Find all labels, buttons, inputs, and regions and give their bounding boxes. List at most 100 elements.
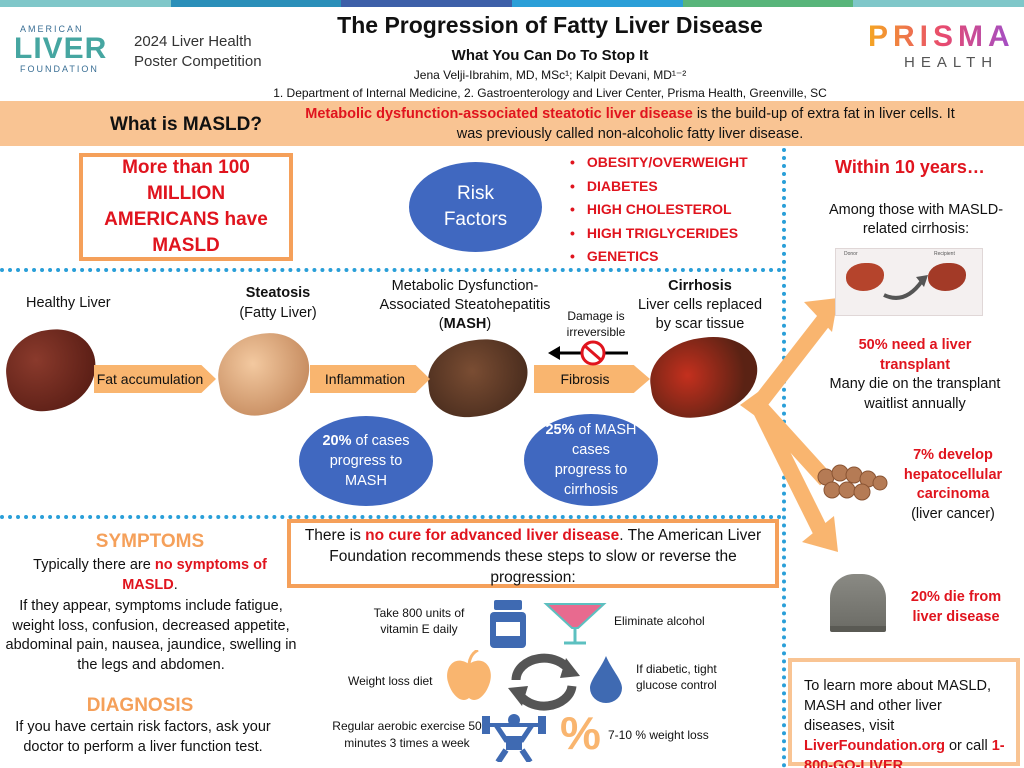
no-cure-pre: There is	[304, 527, 366, 544]
learn-more-site-link[interactable]: LiverFoundation.org	[804, 738, 945, 754]
mash-abbrev: (MASH)	[438, 316, 492, 332]
cycle-arrows-icon	[508, 653, 580, 711]
authors: Jena Velji-Ibrahim, MD, MSc¹; Kalpit Dev…	[413, 68, 687, 82]
transplant-recipient-label: Recipient	[934, 251, 955, 257]
separator-lower	[0, 515, 782, 519]
weightlifter-icon	[482, 714, 546, 762]
recipient-liver-icon	[928, 263, 966, 291]
stage-steatosis-label: Steatosis (Fatty Liver)	[218, 283, 338, 323]
outcome-transplant-rest: Many die on the transplant waitlist annu…	[829, 376, 1001, 412]
diagnosis-body: If you have certain risk factors, ask yo…	[15, 719, 271, 755]
cocktail-glass-icon	[543, 603, 607, 645]
masld-band	[0, 101, 1024, 146]
symptoms-body: If they appear, symptoms include fatigue…	[5, 598, 297, 673]
step-eliminate-alcohol: Eliminate alcohol	[614, 614, 705, 628]
mash-line2: Associated Steatohepatitis	[379, 297, 551, 313]
arrow-fat-accumulation: Fat accumulation	[94, 365, 216, 393]
symptoms-intro: Typically there are no symptoms of MASLD…	[30, 556, 270, 595]
learn-more-box: To learn more about MASLD, MASH and othe…	[788, 658, 1020, 768]
masld-term: Metabolic dysfunction-associated steatot…	[305, 106, 693, 122]
donor-liver-icon	[846, 263, 884, 291]
outcome-transplant-red: 50% need a liver transplant	[858, 337, 972, 373]
damage-note: Damage is irreversible	[566, 309, 626, 339]
percent-icon: %	[560, 707, 601, 759]
risk-item: GENETICS	[570, 245, 748, 269]
prisma-logo-main: PRISMA	[868, 20, 1018, 54]
progress-circle-mash: 20% of cases progress to MASH	[299, 416, 433, 506]
competition-label: 2024 Liver Health Poster Competition	[134, 32, 264, 72]
alf-logo-top: AMERICAN	[20, 24, 84, 34]
healthy-liver-image	[0, 324, 102, 416]
symptoms-intro-end: .	[173, 576, 178, 593]
separator-upper	[0, 268, 782, 272]
risk-item: HIGH CHOLESTEROL	[570, 198, 748, 222]
prisma-logo: PRISMA HEALTH	[868, 20, 1018, 71]
apple-icon	[447, 650, 491, 701]
affiliations: 1. Department of Internal Medicine, 2. G…	[273, 86, 827, 100]
cancer-cells-image	[816, 463, 888, 503]
mash-liver-image	[424, 334, 532, 422]
outcomes-intro: Among those with MASLD-related cirrhosis…	[828, 202, 1004, 237]
transplant-image: Donor Recipient	[835, 248, 983, 316]
learn-more-mid: or call	[944, 738, 992, 754]
top-color-strip	[0, 0, 1024, 7]
mash-abbrev-text: MASH	[443, 316, 487, 332]
prisma-logo-sub: HEALTH	[904, 54, 999, 71]
outcome-branch-arrows	[740, 298, 838, 552]
transfer-arrow-icon	[883, 275, 928, 300]
step-weight-loss-percent: 7-10 % weight loss	[608, 728, 709, 742]
learn-more-pre: To learn more about MASLD, MASH and othe…	[804, 678, 991, 734]
stage-healthy-label: Healthy Liver	[26, 295, 111, 311]
step-vitamin-e: Take 800 units of vitamin E daily	[373, 606, 465, 636]
arrow-inflammation: Inflammation	[310, 365, 430, 393]
outcome-transplant: 50% need a liver transplant Many die on …	[812, 336, 1018, 414]
risk-item: DIABETES	[570, 175, 748, 199]
cirrhosis-sub: Liver cells replaced by scar tissue	[637, 297, 763, 332]
step-glucose-control: If diabetic, tight glucose control	[636, 662, 717, 692]
progress-circle-cirrhosis-text: 25% of MASH cases progress to cirrhosis	[542, 420, 640, 500]
poster-subtitle: What You Can Do To Stop It	[451, 47, 649, 64]
arrow-fibrosis: Fibrosis	[534, 365, 650, 393]
progress-circle-cirrhosis: 25% of MASH cases progress to cirrhosis	[524, 414, 658, 506]
progress-mash-text: of cases progress to MASH	[329, 433, 410, 489]
outcome-carcinoma: 7% develop hepatocellular carcinoma (liv…	[888, 446, 1018, 524]
progress-cirrhosis-text: of MASH cases progress to cirrhosis	[554, 422, 637, 498]
fatty-liver-image	[211, 326, 317, 422]
risk-factor-list: OBESITY/OVERWEIGHT DIABETES HIGH CHOLEST…	[570, 151, 748, 269]
outcome-carcinoma-rest: (liver cancer)	[911, 505, 995, 522]
alf-logo-main: LIVER	[14, 32, 108, 65]
outcome-carcinoma-red: 7% develop hepatocellular carcinoma	[903, 447, 1003, 502]
step-aerobic-exercise: Regular aerobic exercise 50 minutes 3 ti…	[332, 719, 482, 750]
cirrhosis-title: Cirrhosis	[668, 278, 732, 294]
no-cure-red: no cure for advanced liver disease	[365, 527, 620, 544]
learn-more-phone-link[interactable]: 1-800-GO-LIVER	[804, 738, 1005, 768]
poster-title: The Progression of Fatty Liver Disease	[337, 12, 763, 38]
cancer-cells-icon	[817, 464, 888, 501]
symptoms-intro-text: Typically there are	[33, 557, 155, 573]
progress-circle-mash-text: 20% of cases progress to MASH	[315, 431, 417, 491]
stat-text: More than 100 MILLION AMERICANS have MAS…	[104, 157, 268, 256]
symptoms-heading: SYMPTOMS	[95, 531, 205, 552]
stage-cirrhosis-label: Cirrhosis Liver cells replaced by scar t…	[630, 277, 770, 334]
outcomes-heading: Within 10 years…	[835, 157, 985, 177]
steatosis-title: Steatosis	[245, 285, 311, 301]
competition-line2: Poster Competition	[134, 53, 262, 70]
tombstone-icon	[830, 574, 886, 632]
pill-bottle-icon	[490, 600, 526, 648]
risk-factors-label: Risk Factors	[443, 183, 508, 230]
progress-mash-pct: 20%	[322, 433, 352, 449]
alf-logo-bottom: FOUNDATION	[20, 64, 99, 74]
no-cure-post: . The American Liver Foundation recommen…	[329, 527, 762, 586]
diagnosis-heading: DIAGNOSIS	[86, 695, 194, 716]
arrow-fibrosis-label: Fibrosis	[560, 371, 610, 387]
outcome-death: 20% die from liver disease	[910, 589, 1002, 625]
arrow-inflammation-label: Inflammation	[324, 371, 406, 387]
stat-box: More than 100 MILLION AMERICANS have MAS…	[79, 153, 293, 261]
no-reverse-icon	[548, 340, 628, 366]
learn-more-end: .	[903, 758, 908, 768]
risk-factors-circle: Risk Factors	[409, 162, 542, 252]
alf-logo: AMERICAN LIVER FOUNDATION	[14, 24, 124, 80]
water-drop-icon	[590, 656, 622, 703]
arrow-fat-accumulation-label: Fat accumulation	[96, 371, 204, 387]
masld-definition: Metabolic dysfunction-associated steatot…	[300, 104, 960, 144]
